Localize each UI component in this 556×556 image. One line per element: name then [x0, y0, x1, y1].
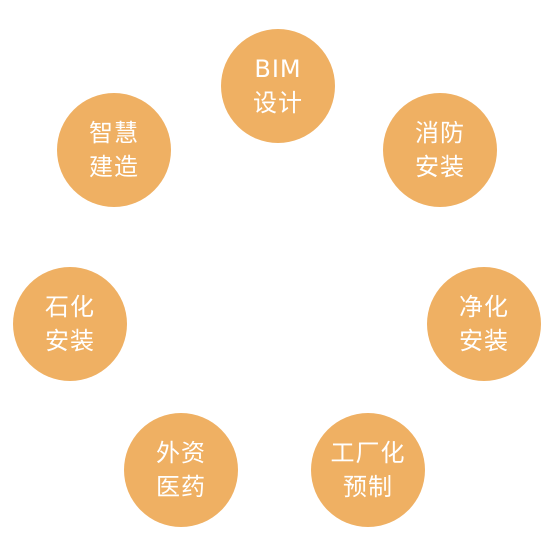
node-label-line1: 净化 — [459, 293, 509, 321]
node-label-line1: 智慧 — [89, 119, 139, 147]
node-label-line2: 安装 — [459, 327, 509, 355]
node-factory-prefabrication: 工厂化 预制 — [311, 413, 425, 527]
node-petrochemical-installation: 石化 安装 — [13, 267, 127, 381]
node-label-line1: 外资 — [156, 439, 206, 467]
node-bim-design: BIM 设计 — [221, 29, 335, 143]
node-label-line2: 预制 — [343, 473, 393, 501]
node-fire-protection-installation: 消防 安装 — [383, 93, 497, 207]
node-smart-construction: 智慧 建造 — [57, 93, 171, 207]
node-label-line2: 安装 — [415, 153, 465, 181]
node-cleanroom-installation: 净化 安装 — [427, 267, 541, 381]
node-label-line2: 医药 — [156, 473, 206, 501]
node-label-line1: BIM — [254, 55, 302, 83]
node-label-line1: 消防 — [415, 119, 465, 147]
node-foreign-pharma: 外资 医药 — [124, 413, 238, 527]
node-label-line1: 工厂化 — [330, 439, 406, 467]
node-label-line2: 安装 — [45, 327, 95, 355]
node-label-line2: 建造 — [89, 153, 139, 181]
node-label-line1: 石化 — [45, 293, 95, 321]
node-label-line2: 设计 — [253, 89, 303, 117]
